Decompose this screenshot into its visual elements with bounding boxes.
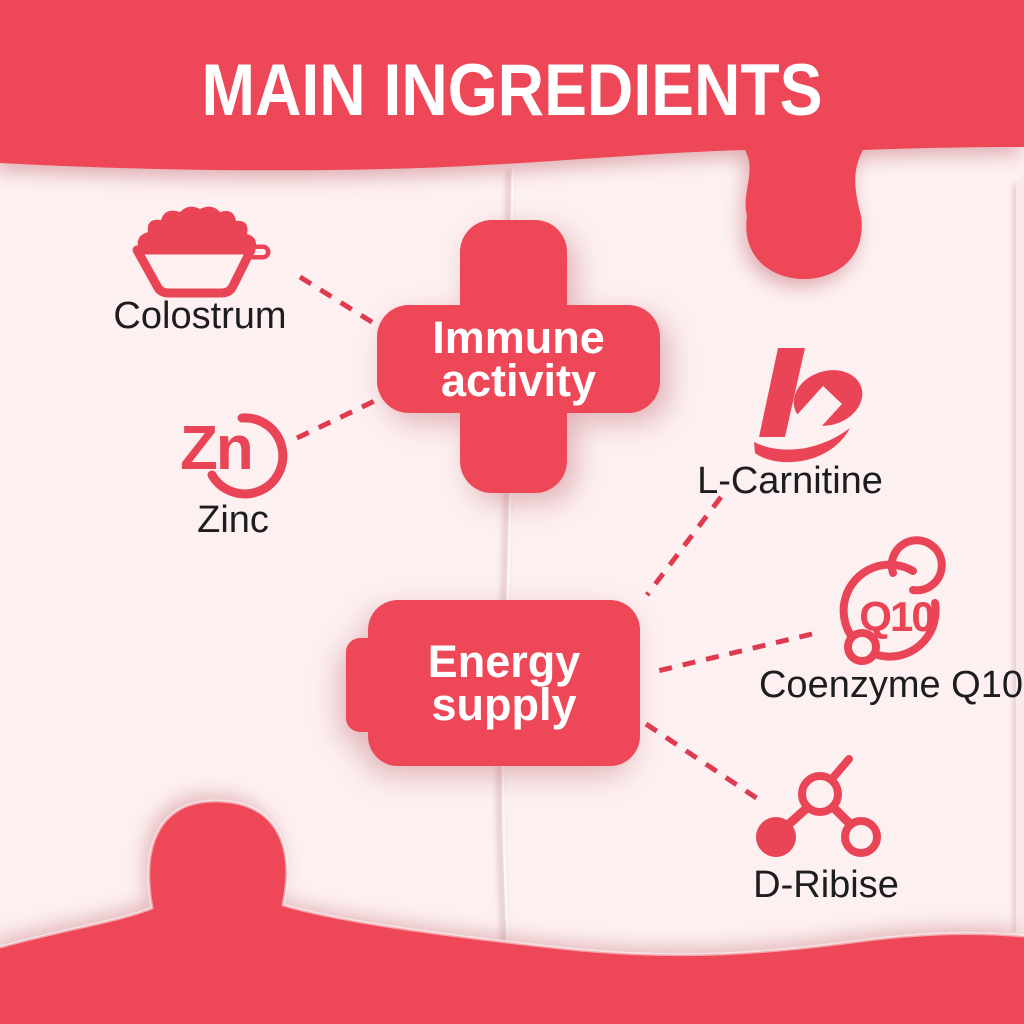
zn-symbol-text: Zn — [180, 414, 252, 483]
ingredient-label-zinc: Zinc — [197, 499, 269, 541]
bottom-wave-shape — [0, 800, 1024, 1024]
scoop-icon — [132, 206, 271, 298]
energy-label-line1: Energy — [427, 636, 581, 687]
battery-icon — [368, 600, 640, 766]
cross-icon-bar — [377, 305, 660, 413]
molecule-icon — [756, 755, 881, 857]
connector-zinc-immune — [295, 393, 387, 441]
immune-label-line1: Immune — [432, 312, 605, 363]
energy-label-line2: supply — [431, 679, 577, 730]
connector-lcarnitine-energy — [645, 495, 723, 597]
bottom-wave-highlight — [0, 799, 1024, 957]
energy-supply-node: Energy supply — [346, 600, 640, 766]
connector-colostrum-immune — [298, 274, 385, 332]
zinc-symbol-icon: Zn — [180, 413, 288, 499]
q10-icon: Q10 — [839, 536, 946, 665]
immune-activity-label: Immune activity — [377, 305, 660, 413]
right-puzzle-sliver — [1016, 176, 1024, 1024]
ingredient-label-colostrum: Colostrum — [113, 295, 287, 337]
immune-label-line2: activity — [440, 355, 597, 406]
q10-symbol-text: Q10 — [859, 593, 933, 640]
title-banner-shape — [0, 0, 1024, 279]
connector-coq10-energy — [648, 631, 813, 676]
energy-supply-label: Energy supply — [368, 600, 640, 766]
ingredient-label-coenzyme-q10: Coenzyme Q10 — [758, 664, 1024, 706]
immune-activity-node: Immune activity — [377, 220, 660, 493]
ingredient-label-l-carnitine: L-Carnitine — [697, 460, 883, 502]
ingredient-label-d-ribise: D-Ribise — [753, 864, 899, 906]
page-title: MAIN INGREDIENTS — [201, 50, 823, 131]
l-carnitine-icon — [754, 348, 863, 463]
connector-dribise-energy — [644, 721, 760, 802]
